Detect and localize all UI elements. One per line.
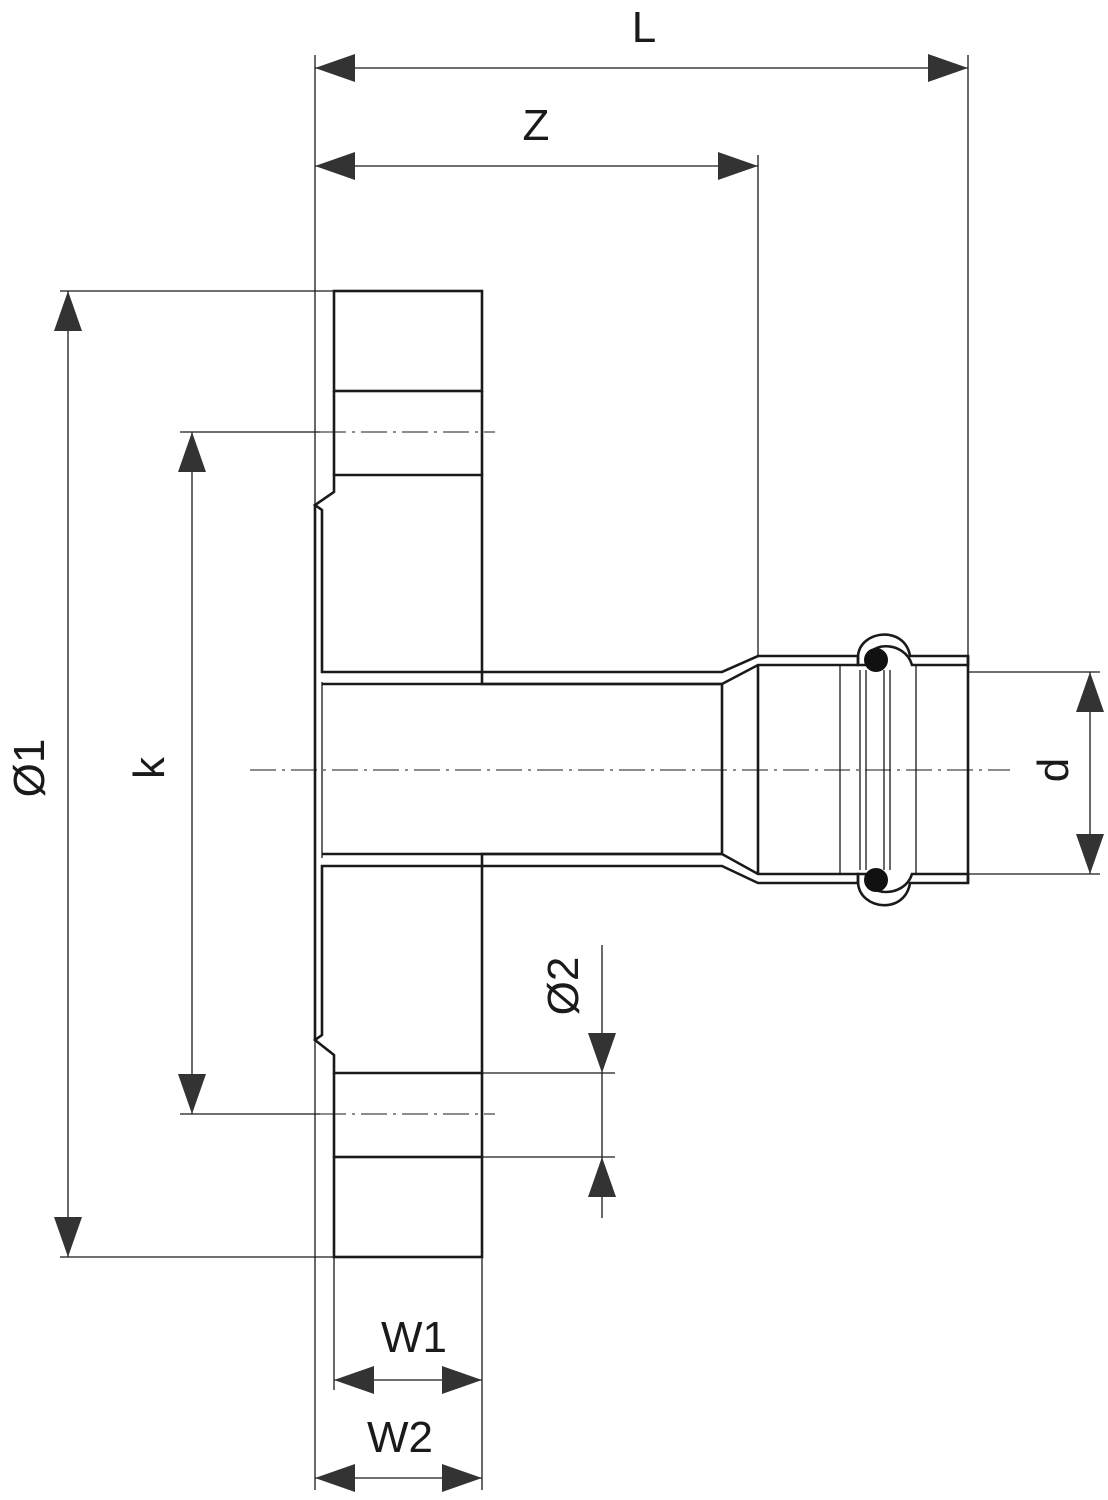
label-W2: W2 <box>367 1413 433 1462</box>
label-d1: Ø1 <box>5 739 54 798</box>
label-d: d <box>1029 758 1078 782</box>
center-lines <box>250 431 1010 1115</box>
flange-section <box>312 289 484 1259</box>
label-L: L <box>632 3 656 52</box>
flange-upper-hub <box>312 473 484 674</box>
label-Z: Z <box>523 101 550 150</box>
flange-top-segment <box>332 289 484 393</box>
o-ring-bottom <box>864 868 888 892</box>
pipe-wall-bottom <box>480 852 860 885</box>
label-d2: Ø2 <box>539 957 588 1016</box>
o-ring-top <box>864 648 888 672</box>
label-W1: W1 <box>381 1313 447 1362</box>
pipe-wall-top <box>480 654 860 686</box>
dimension-labels: L Z Ø1 k d Ø2 W1 W2 <box>5 3 1078 1462</box>
label-k: k <box>125 756 174 779</box>
dimension-lines <box>54 54 1104 1492</box>
flange-lower-hub <box>312 864 484 1075</box>
flange-bottom-segment <box>332 1155 484 1259</box>
